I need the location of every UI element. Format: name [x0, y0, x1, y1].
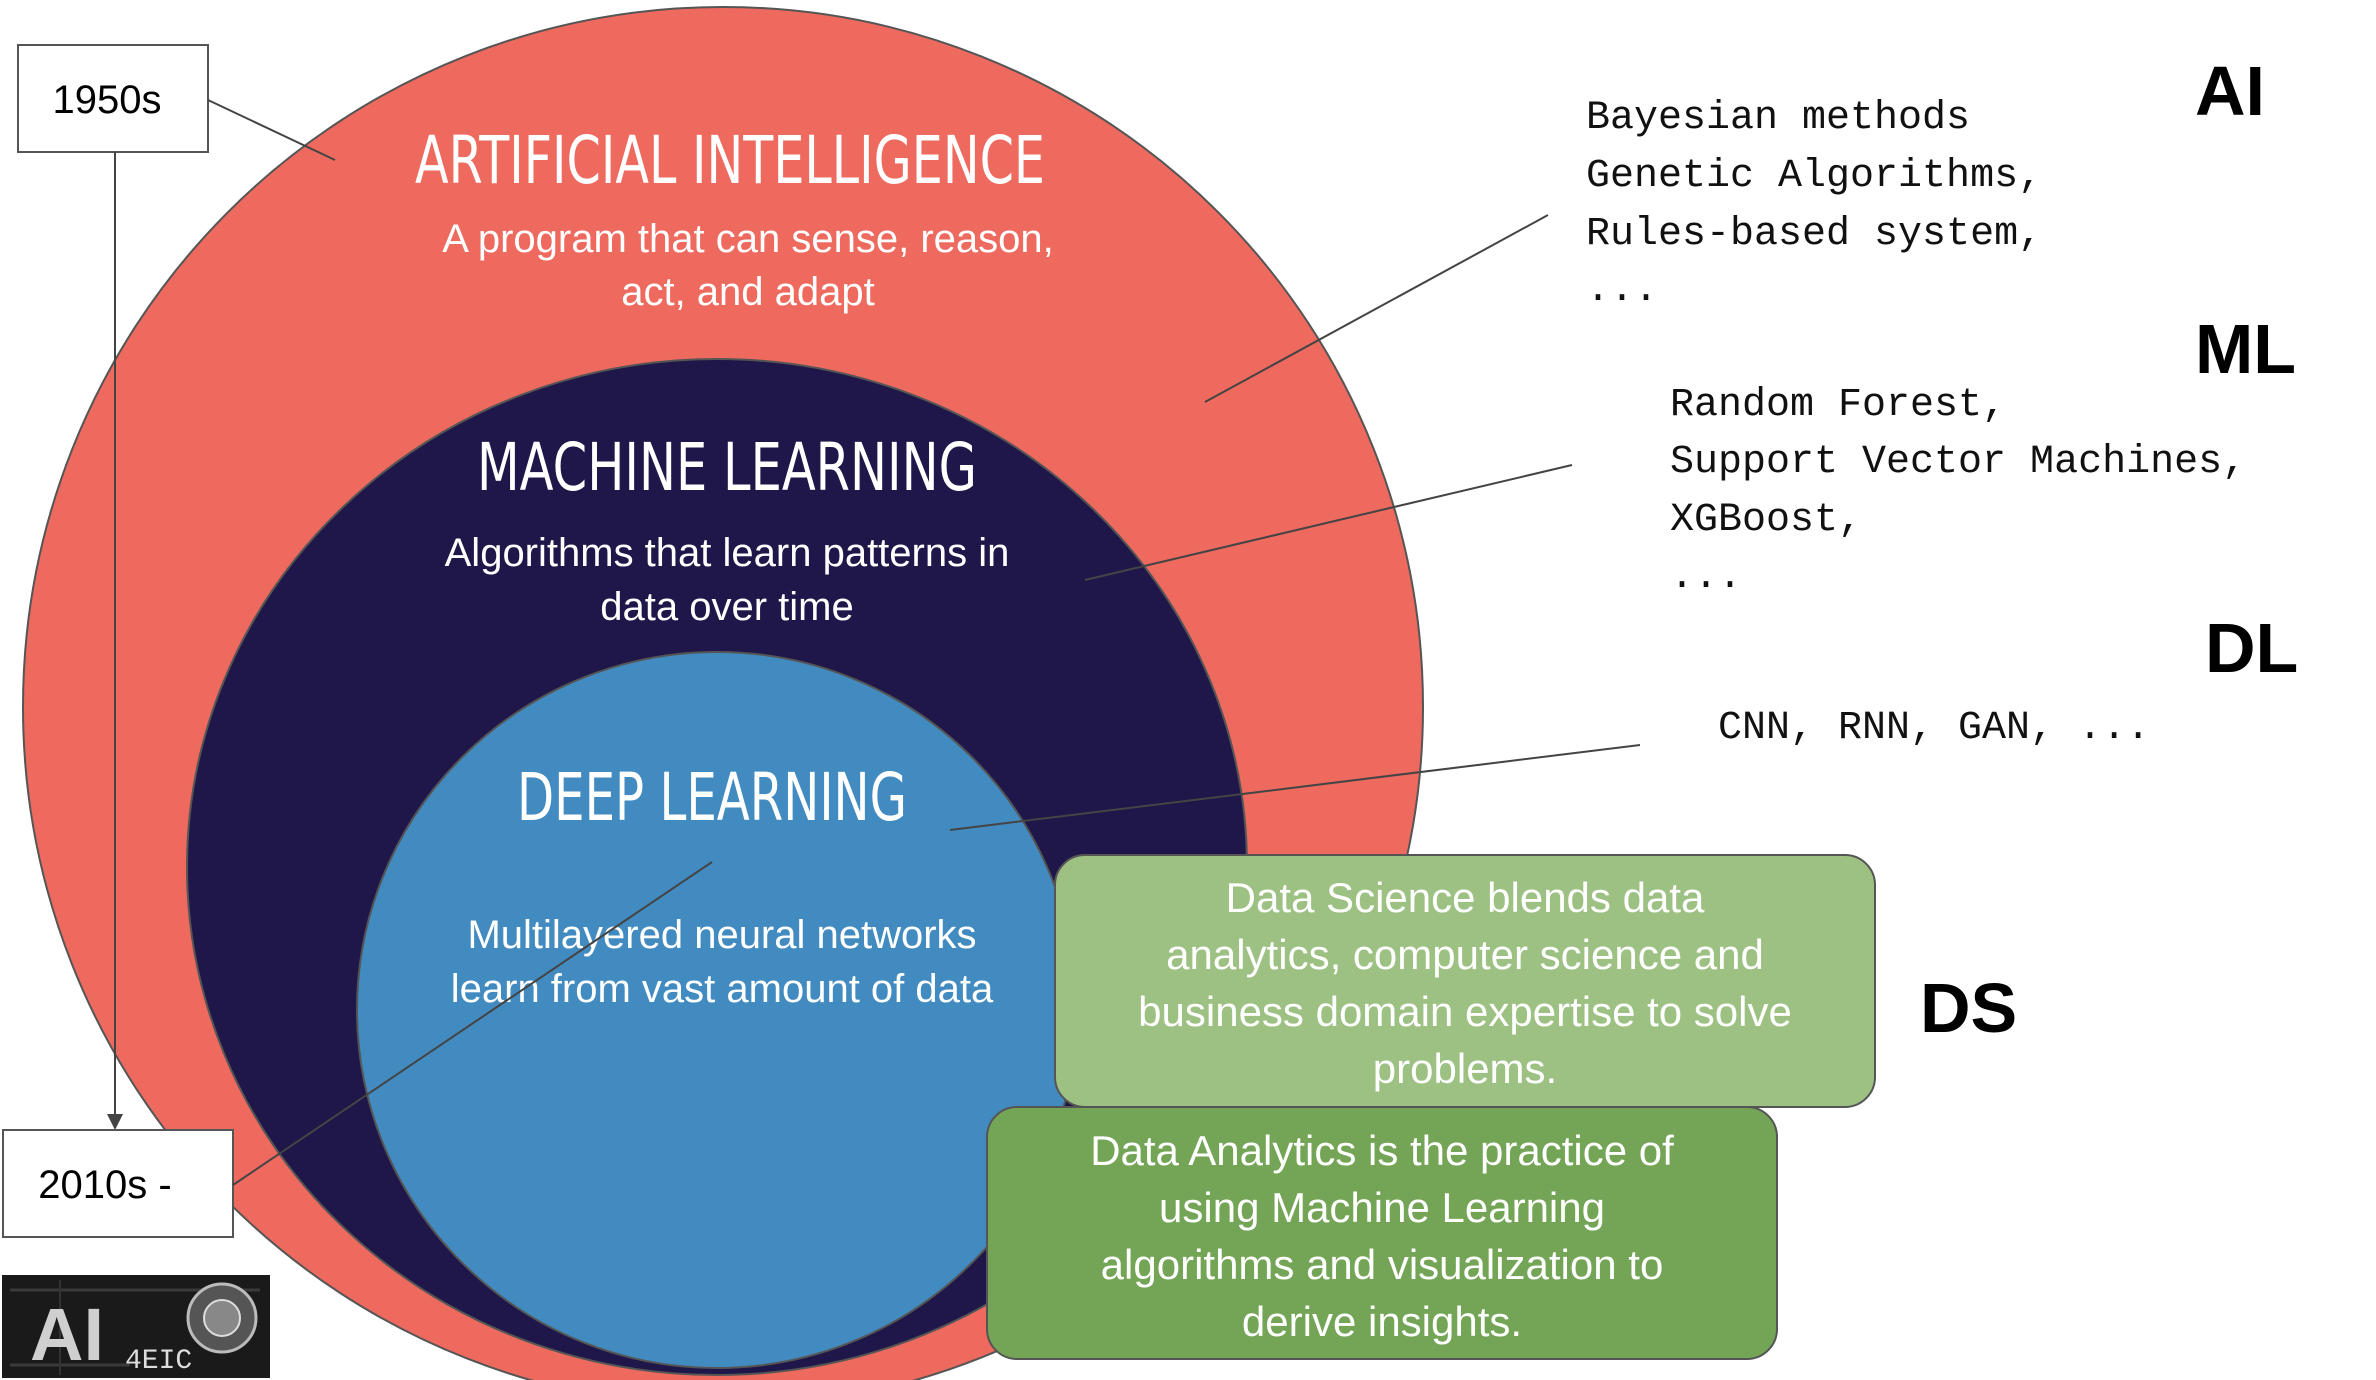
dl-connector-line [949, 744, 1641, 831]
data-analytics-line4: derive insights. [1242, 1298, 1522, 1345]
logo-subtext: 4EIC [125, 1346, 192, 1377]
start-era-box [17, 44, 209, 153]
ai-example-4: ... [1586, 268, 1658, 313]
start-era-label: 1950s [53, 78, 162, 122]
ml-example-4: ... [1670, 555, 1742, 600]
dl-title: DEEP LEARNING [517, 759, 907, 836]
data-science-line2: analytics, computer science and [1166, 931, 1764, 978]
data-analytics-line2: using Machine Learning [1159, 1184, 1605, 1231]
dl-abbreviation: DL [2205, 609, 2298, 687]
ai-example-1: Bayesian methods [1586, 96, 1970, 141]
ml-example-3: XGBoost, [1670, 498, 1862, 543]
ai-description-line2: act, and adapt [621, 270, 875, 314]
start-era-pointer [207, 99, 336, 161]
end-era-label: 2010s - [38, 1163, 171, 1207]
data-science-line3: business domain expertise to solve [1138, 988, 1792, 1035]
ai-description-line1: A program that can sense, reason, [442, 217, 1053, 261]
timeline-arrow-head [107, 1114, 123, 1130]
ml-example-2: Support Vector Machines, [1670, 440, 2246, 485]
dl-description-line2: learn from vast amount of data [451, 967, 994, 1011]
data-analytics-box [986, 1106, 1778, 1360]
data-science-line1: Data Science blends data [1226, 874, 1705, 921]
ds-abbreviation: DS [1920, 969, 2017, 1047]
logo-text: AI [30, 1293, 104, 1376]
ml-abbreviation: ML [2195, 310, 2296, 388]
ml-example-1: Random Forest, [1670, 383, 2006, 428]
dl-examples: CNN, RNN, GAN, ... [1718, 706, 2150, 751]
end-era-pointer [232, 861, 713, 1186]
ml-title: MACHINE LEARNING [477, 429, 977, 506]
ai-abbreviation: AI [2195, 52, 2265, 130]
ai4eic-logo: AI 4EIC [2, 1275, 270, 1378]
ml-connector-line [1084, 464, 1573, 581]
data-science-line4: problems. [1373, 1045, 1557, 1092]
ml-description-line2: data over time [600, 585, 853, 629]
data-analytics-line3: algorithms and visualization to [1101, 1241, 1664, 1288]
end-era-box [2, 1129, 234, 1238]
ml-description-line1: Algorithms that learn patterns in [445, 531, 1010, 575]
ai-example-3: Rules-based system, [1586, 212, 2042, 257]
ai-title: ARTIFICIAL INTELLIGENCE [415, 122, 1045, 199]
ai-connector-line [1204, 214, 1549, 403]
data-analytics-line1: Data Analytics is the practice of [1090, 1127, 1674, 1174]
dl-description-line1: Multilayered neural networks [467, 913, 976, 957]
ai-example-2: Genetic Algorithms, [1586, 154, 2042, 199]
